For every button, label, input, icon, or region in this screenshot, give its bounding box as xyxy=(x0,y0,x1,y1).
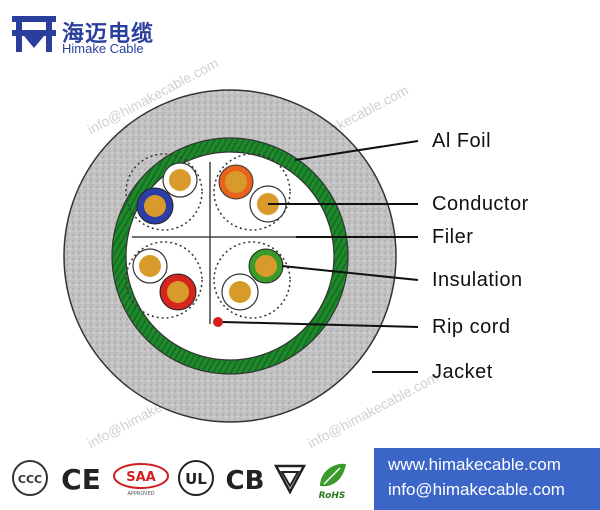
pair-group-top-right xyxy=(213,153,291,231)
saa-cert-icon: SAA APPROVED xyxy=(113,463,169,497)
ce-cert-icon: CE xyxy=(61,463,101,496)
pair-group-bottom-right xyxy=(213,241,291,319)
label-al-foil: Al Foil xyxy=(432,130,492,152)
svg-text:RoHS: RoHS xyxy=(319,491,346,500)
svg-text:APPROVED: APPROVED xyxy=(127,491,154,497)
leader-al-foil xyxy=(294,140,419,161)
svg-text:CCC: CCC xyxy=(18,473,42,486)
pair-group-bottom-left xyxy=(125,241,203,319)
leader-lines xyxy=(222,140,419,373)
svg-text:CE: CE xyxy=(61,463,101,496)
rip-cord xyxy=(213,317,223,327)
label-filer: Filer xyxy=(432,226,474,248)
svg-text:SAA: SAA xyxy=(126,470,156,485)
label-jacket: Jacket xyxy=(432,361,493,383)
label-conductor: Conductor xyxy=(432,193,529,215)
website-link[interactable]: www.himakecable.com xyxy=(388,455,561,474)
brand-name-cn: 海迈电缆 xyxy=(62,22,155,47)
label-insulation: Insulation xyxy=(432,269,523,291)
label-rip-cord: Rip cord xyxy=(432,316,511,338)
ccc-cert-icon: CCC xyxy=(12,460,48,496)
pair-red xyxy=(132,248,197,311)
pair-group-top-left xyxy=(125,153,203,231)
rohs-cert-icon: RoHS xyxy=(319,463,346,500)
leader-insulation xyxy=(281,265,419,281)
contact-box xyxy=(374,448,600,510)
himake-logo xyxy=(10,12,160,58)
pair-green xyxy=(221,248,284,311)
cb-cert-icon: CB xyxy=(226,466,265,496)
tuv-cert-icon xyxy=(273,464,307,495)
ul-cert-icon: UL xyxy=(178,460,214,496)
svg-text:CB: CB xyxy=(226,466,265,496)
cable-cross-section-diagram xyxy=(63,89,419,423)
pair-blue xyxy=(136,162,198,225)
email-link[interactable]: info@himakecable.com xyxy=(388,480,565,499)
leader-rip-cord xyxy=(222,321,419,328)
brand-name-en: Himake Cable xyxy=(62,41,144,56)
himake-logo-icon xyxy=(12,16,56,52)
svg-text:UL: UL xyxy=(185,470,207,488)
